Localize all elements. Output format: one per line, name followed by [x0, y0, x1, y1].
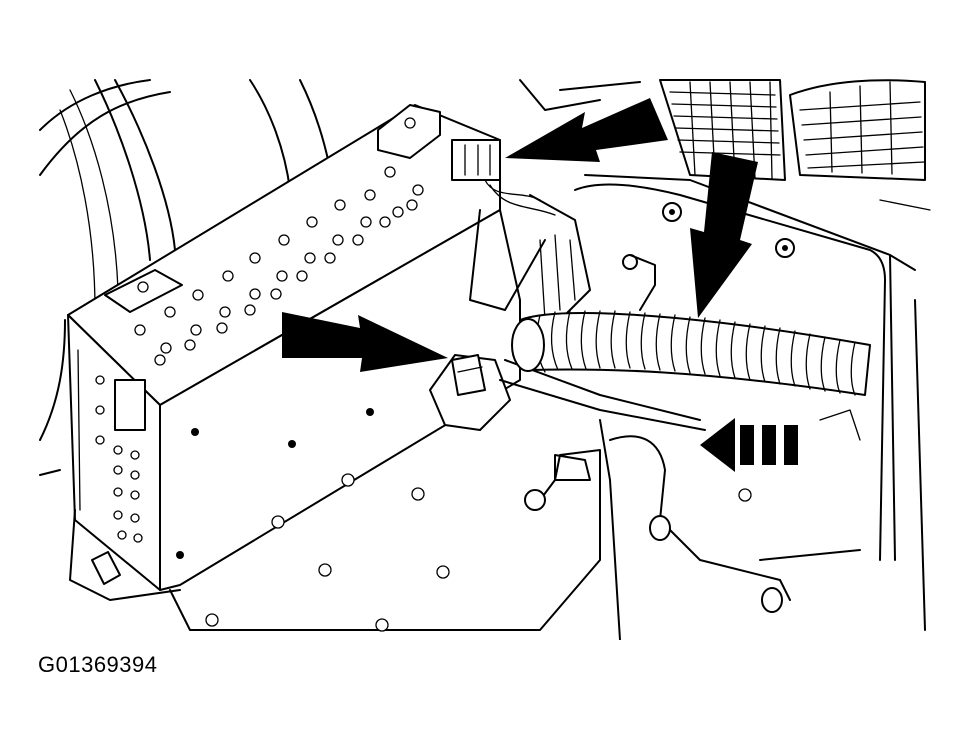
front-face-details: [77, 349, 146, 543]
radio-removal-illustration: [39, 79, 931, 640]
wiring-bundle: [469, 194, 591, 321]
side-connector-arrow: [282, 312, 448, 372]
side-connector: [429, 354, 706, 431]
figure-id-label: G01369394: [38, 652, 158, 677]
rear-connector-top: [451, 139, 556, 216]
air-vent-left: [659, 79, 786, 181]
vertical-arrow: [690, 152, 758, 318]
top-connector-arrow: [505, 98, 668, 162]
mounting-bracket: [69, 449, 601, 632]
radio-chassis: [67, 104, 521, 591]
top-face-vent-holes: [134, 166, 424, 366]
harness-direction-arrow: [700, 418, 798, 472]
dashboard-edges: [519, 79, 931, 631]
air-vent-right: [789, 79, 926, 181]
chassis-tab-top: [377, 104, 441, 159]
harness-conduit: [511, 310, 871, 441]
radio-cavity: [574, 183, 886, 640]
side-face-screws: [176, 408, 374, 559]
